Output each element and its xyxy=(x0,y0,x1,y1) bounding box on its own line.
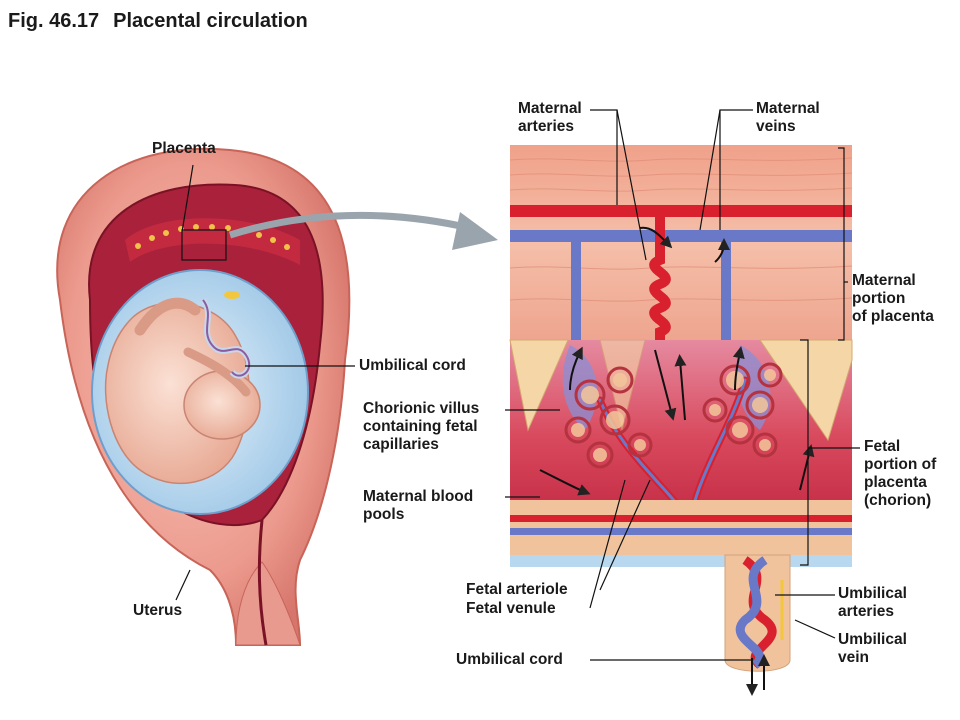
label-uterus: Uterus xyxy=(133,602,183,619)
label-maternal-arteries: Maternal arteries xyxy=(518,100,582,136)
label-maternal-veins: Maternal veins xyxy=(756,100,820,136)
label-umbilical-arteries: Umbilical arteries xyxy=(838,585,907,621)
umbilical-arteries-line-2: arteries xyxy=(838,603,895,620)
label-maternal-blood-pools: Maternal blood pools xyxy=(363,488,473,524)
label-fetal-portion: Fetal portion of placenta (chorion) xyxy=(864,438,936,510)
chorionic-villus-line-1: Chorionic villus xyxy=(363,400,480,417)
placenta-cross-section xyxy=(509,145,853,696)
fetus-arm xyxy=(183,347,251,397)
maternal-artery-vessel xyxy=(510,205,852,217)
fetus-leg xyxy=(134,297,201,336)
figure-number: Fig. 46.17 xyxy=(8,10,100,32)
placenta-callout-box xyxy=(181,229,227,261)
chorionic-villus-line-3: capillaries xyxy=(363,436,439,453)
maternal-veins-line-2: veins xyxy=(756,118,796,135)
label-chorionic-villus: Chorionic villus containing fetal capill… xyxy=(363,400,479,454)
fetal-portion-line-4: (chorion) xyxy=(864,492,932,509)
chorionic-villus-line-2: containing fetal xyxy=(363,418,478,435)
maternal-veins-line-1: Maternal xyxy=(756,100,820,117)
maternal-vein-vessel xyxy=(510,230,852,242)
magnify-arrow xyxy=(228,211,471,239)
figure-title-text: Placental circulation xyxy=(113,10,308,32)
maternal-portion-line-2: portion xyxy=(852,290,906,307)
cervical-canal xyxy=(257,519,268,646)
fetal-portion-bracket xyxy=(800,339,809,566)
chorionic-plate xyxy=(510,500,852,555)
umbilical-vein-line-2: vein xyxy=(838,649,870,666)
label-umbilical-cord-left: Umbilical cord xyxy=(359,357,466,374)
maternal-arteries-line-2: arteries xyxy=(518,118,575,135)
leader-lines xyxy=(175,109,860,661)
label-fetal-venule: Fetal venule xyxy=(466,600,556,617)
maternal-portion-bracket xyxy=(838,147,845,341)
placental-septum-left xyxy=(509,339,569,432)
uterus-illustration xyxy=(56,147,351,646)
fetal-portion-line-3: placenta xyxy=(864,474,927,491)
flow-arrows xyxy=(539,226,815,496)
label-umbilical-cord-bottom: Umbilical cord xyxy=(456,651,563,668)
maternal-tissue xyxy=(510,145,852,340)
maternal-blood-pools-line-2: pools xyxy=(363,506,405,523)
fetal-portion-line-2: portion of xyxy=(864,456,937,473)
placental-septum-right xyxy=(759,339,853,442)
umbilical-arteries-line-1: Umbilical xyxy=(838,585,907,602)
maternal-portion-line-3: of placenta xyxy=(852,308,934,325)
umbilical-vein-line-1: Umbilical xyxy=(838,631,907,648)
fetal-artery-band xyxy=(510,515,852,522)
maternal-portion-line-1: Maternal xyxy=(852,272,916,289)
figure-title: Fig. 46.17 Placental circulation xyxy=(8,10,308,33)
label-placenta: Placenta xyxy=(152,140,216,157)
fetal-portion-line-1: Fetal xyxy=(864,438,901,455)
umbilical-twist-blue xyxy=(735,556,768,669)
fetal-vein-band xyxy=(510,528,852,535)
label-fetal-arteriole: Fetal arteriole xyxy=(466,581,568,598)
maternal-blood-pools-line-1: Maternal blood xyxy=(363,488,474,505)
spiral-artery xyxy=(649,217,671,345)
cervix xyxy=(235,561,301,646)
label-maternal-portion: Maternal portion of placenta xyxy=(852,272,934,326)
fetus-head xyxy=(183,370,261,440)
label-umbilical-vein: Umbilical vein xyxy=(838,631,907,667)
maternal-arteries-line-1: Maternal xyxy=(518,100,582,117)
magnify-arrow-head xyxy=(452,212,498,250)
